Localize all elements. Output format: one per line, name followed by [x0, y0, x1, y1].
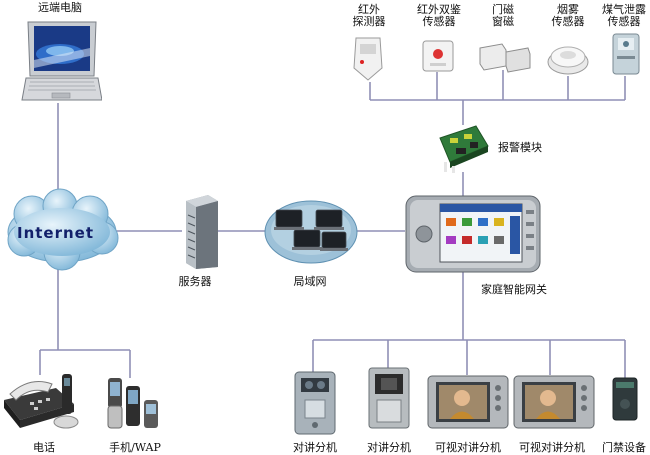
intercom-unit-2-icon: [367, 366, 411, 436]
door-magnet-icon: [476, 40, 532, 80]
intercom-unit-1-icon: [293, 370, 337, 440]
internet-label: Internet: [17, 224, 95, 242]
gas-leak-sensor-icon: [610, 32, 642, 80]
sensor-1-line1: 红外: [358, 3, 380, 16]
phone-label: 电话: [33, 441, 55, 454]
dual-ir-sensor-icon: [420, 38, 456, 78]
video-intercom-1-icon: [426, 374, 510, 434]
alarm-module-icon: [436, 122, 492, 178]
video-intercom-2-icon: [512, 374, 596, 434]
sensor-1-line2: 探测器: [352, 15, 386, 28]
sensor-5-line2: 传感器: [607, 15, 641, 28]
sensor-3-line1: 门磁: [492, 3, 514, 16]
server-icon: [180, 193, 222, 275]
sensor-label-3: 门磁 窗磁: [480, 4, 526, 28]
sensor-4-line1: 烟雾: [557, 3, 579, 16]
lan-icon: [264, 200, 358, 268]
video-intercom-1-label: 可视对讲分机: [435, 441, 501, 454]
sensor-label-2: 红外双鉴 传感器: [412, 4, 466, 28]
ir-detector-icon: [350, 34, 386, 88]
sensor-label-5: 煤气泄露 传感器: [598, 4, 650, 28]
internet-cloud-icon: [2, 188, 122, 276]
intercom-2-label: 对讲分机: [367, 441, 411, 454]
smoke-sensor-icon: [546, 40, 590, 82]
alarm-module-label: 报警模块: [498, 141, 542, 154]
sensor-2-line2: 传感器: [422, 15, 456, 28]
home-gateway-icon: [404, 192, 542, 280]
sensor-label-4: 烟雾 传感器: [545, 4, 591, 28]
laptop-icon: [20, 18, 103, 110]
mobile-label: 手机/WAP: [109, 441, 161, 454]
sensor-label-1: 红外 探测器: [346, 4, 392, 28]
remote-pc-label: 远端电脑: [38, 1, 82, 14]
telephone-icon: [0, 370, 82, 440]
video-intercom-2-label: 可视对讲分机: [519, 441, 585, 454]
access-control-label: 门禁设备: [602, 441, 646, 454]
sensor-4-line2: 传感器: [551, 15, 585, 28]
sensor-5-line1: 煤气泄露: [602, 3, 646, 16]
mobile-phone-icon: [106, 376, 162, 436]
access-control-icon: [610, 376, 640, 426]
intercom-1-label: 对讲分机: [293, 441, 337, 454]
gateway-label: 家庭智能网关: [481, 283, 547, 296]
server-label: 服务器: [178, 275, 212, 288]
sensor-2-line1: 红外双鉴: [417, 3, 461, 16]
lan-label: 局域网: [293, 275, 327, 288]
sensor-3-line2: 窗磁: [492, 15, 514, 28]
